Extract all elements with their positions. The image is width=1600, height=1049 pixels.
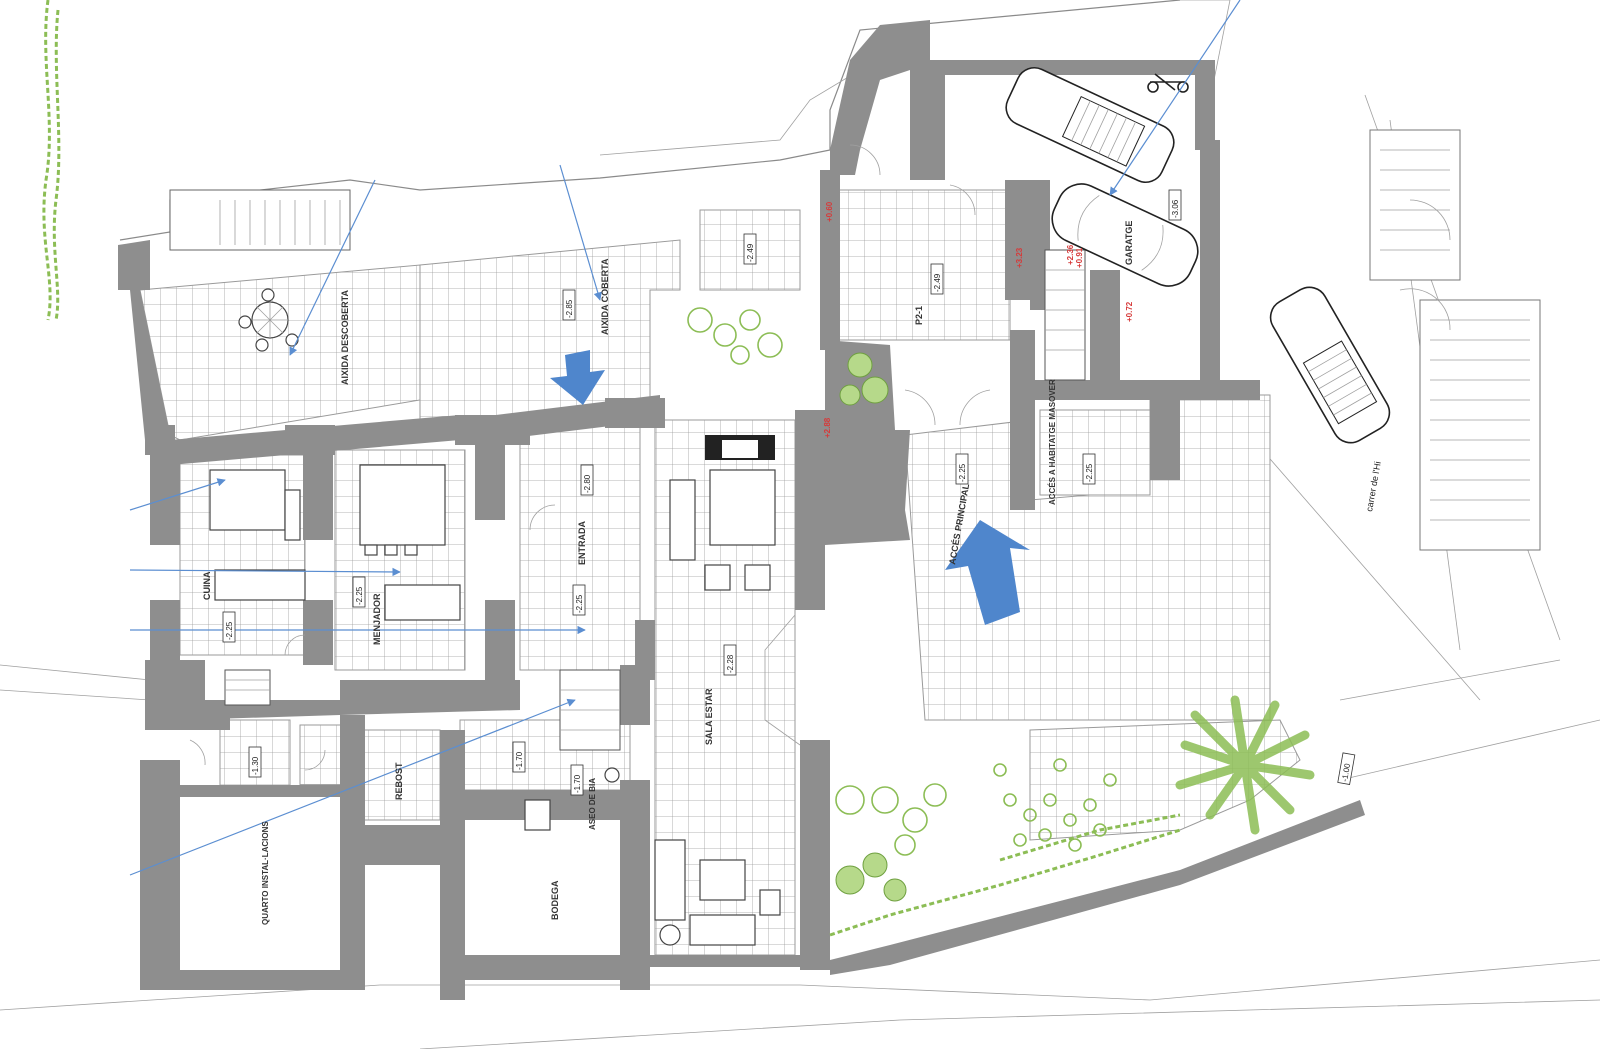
label-entrada: ENTRADA [577,521,587,565]
pointer-lines [129,0,1241,876]
entry-arrows [550,350,1030,625]
label-garatge: GARATGE [1124,221,1134,265]
outline-top-2 [599,69,861,156]
arrow-up [945,520,1030,625]
red-level-4: +0.91 [1075,247,1084,268]
road-line-3 [0,959,1600,1011]
label-sala-estar: SALA ESTAR [704,688,714,745]
level-street: -1.00 [1340,762,1352,782]
walls [118,20,1365,1000]
red-level-5: +0.72 [1125,301,1134,322]
level-acces-masover: -2.25 [1085,463,1094,482]
label-cuina: CUINA [202,571,212,600]
level-passage: -1.30 [251,756,260,775]
level-entrada: -2.25 [575,594,584,613]
road-line-4 [419,999,1600,1049]
red-level-6: +2.88 [823,417,832,438]
label-aixida-coberta: AIXIDA COBERTA [600,258,610,335]
label-aseo: ASEO DE BIA [588,778,597,830]
street-label: carrer de l'Hi [1364,461,1383,513]
vegetation [687,307,1315,937]
label-quarto-instalacions: QUARTO INSTAL·LACIONS [261,821,270,925]
level-cuina: -2.25 [225,621,234,640]
label-bodega: BODEGA [550,880,560,920]
level-small-room: -2.49 [746,243,755,262]
label-p2-1: P2-1 [914,306,924,325]
level-aseo: -1.70 [573,774,582,793]
doors [189,144,991,771]
red-level-1: +0.60 [825,201,834,222]
cars [1005,67,1391,444]
level-p2-1: -2.49 [933,273,942,292]
level-acces-principal: -2.25 [958,463,967,482]
road-line-2 [0,689,151,701]
level-garatge: -3.06 [1171,199,1180,218]
level-markers: -2.85 -2.49 -2.49 -3.06 -2.80 -2.25 -2.2… [222,189,1356,796]
diag-4 [1339,659,1561,701]
diag-5 [1339,719,1600,781]
label-aixida-descoberta: AIXIDA DESCOBERTA [340,289,350,385]
arrow-down [550,350,605,405]
label-rebost: REBOST [394,762,404,800]
label-acces-masover: ACCÉS A HABITATGE MASOVER [1048,379,1057,505]
red-level-3: +2.36 [1066,244,1075,265]
road-line-1 [0,664,151,681]
level-sala-estar: -2.28 [726,654,735,673]
left-hedge [42,0,52,321]
stairs [169,189,1086,751]
level-axida-coberta: -2.85 [565,299,574,318]
right-stairs [1369,129,1541,551]
tiled-floors [139,189,1301,956]
label-menjador: MENJADOR [372,593,382,645]
furniture [209,288,801,946]
level-stairs-small: -1.70 [515,751,524,770]
left-hedge-2 [52,9,61,321]
red-levels: +0.60 +3.23 +2.36 +0.91 +0.72 +2.88 [823,201,1134,438]
level-menjador: -2.25 [355,586,364,605]
red-level-2: +3.23 [1015,247,1024,268]
level-entrada-top: -2.80 [583,474,592,493]
